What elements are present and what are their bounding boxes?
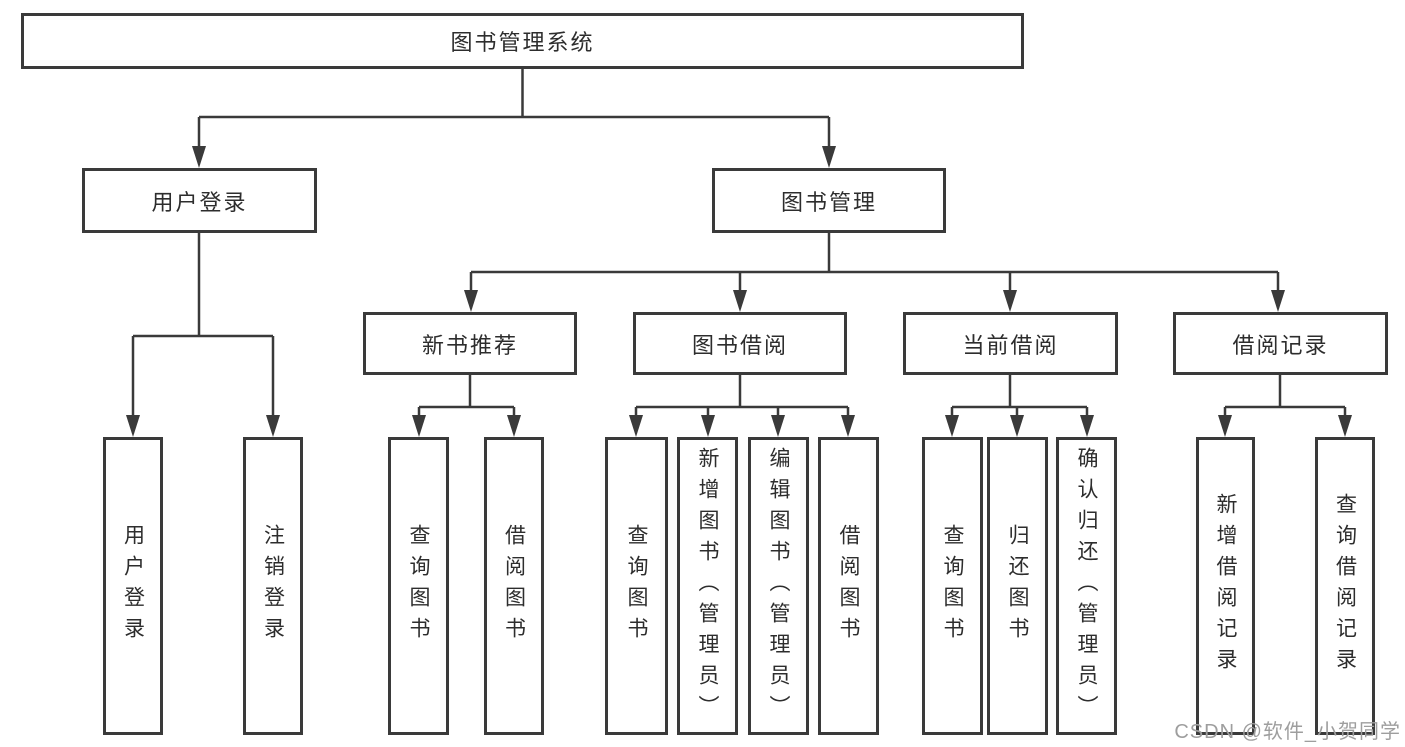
node-label: 新增借阅记录 [1214, 493, 1237, 679]
node-label: 查询图书 [941, 524, 964, 648]
node-label: 新增图书（管理员） [696, 446, 719, 726]
node-label: 归还图书 [1006, 524, 1029, 648]
leaf-logout: 注销登录 [243, 437, 303, 735]
node-label: 图书管理系统 [450, 30, 595, 55]
arrowhead [266, 415, 280, 437]
node-label: 用户登录 [151, 189, 248, 215]
arrowhead [841, 415, 855, 437]
leaf-borrow-books: 借阅图书 [818, 437, 879, 735]
node-label: 查询图书 [407, 524, 430, 648]
node-label: 查询图书 [625, 524, 648, 648]
arrowhead [464, 290, 478, 312]
arrowhead [1271, 290, 1285, 312]
node-new-book-recommend: 新书推荐 [363, 312, 577, 375]
node-book-borrowing: 图书借阅 [633, 312, 847, 375]
leaf-confirm-return-admin: 确认归还（管理员） [1056, 437, 1117, 735]
node-current-borrowing: 当前借阅 [903, 312, 1118, 375]
node-label: 确认归还（管理员） [1075, 446, 1098, 726]
leaf-query-books-current: 查询图书 [922, 437, 983, 735]
node-label: 注销登录 [261, 524, 285, 648]
arrowhead [945, 415, 959, 437]
arrowhead [822, 146, 836, 168]
arrowhead [192, 146, 206, 168]
arrowhead [1010, 415, 1024, 437]
node-label: 当前借阅 [962, 332, 1059, 358]
leaf-add-borrow-record: 新增借阅记录 [1196, 437, 1255, 735]
node-label: 图书管理 [780, 189, 877, 215]
csdn-watermark: CSDN @软件_小贺同学 [1174, 721, 1401, 743]
node-label: 借阅记录 [1232, 332, 1329, 358]
leaf-query-books-recommend: 查询图书 [388, 437, 449, 735]
arrowhead [412, 415, 426, 437]
arrowhead [701, 415, 715, 437]
node-label: 查询借阅记录 [1333, 493, 1357, 679]
node-label: 用户登录 [121, 524, 145, 648]
leaf-edit-books-admin: 编辑图书（管理员） [748, 437, 809, 735]
arrowhead [1338, 415, 1352, 437]
leaf-borrow-books-recommend: 借阅图书 [484, 437, 544, 735]
node-label: 编辑图书（管理员） [767, 446, 790, 726]
leaf-query-borrow-record: 查询借阅记录 [1315, 437, 1375, 735]
node-label: 图书借阅 [691, 332, 788, 358]
arrowhead [126, 415, 140, 437]
node-book-management: 图书管理 [712, 168, 946, 233]
arrowhead [629, 415, 643, 437]
node-library-system: 图书管理系统 [21, 13, 1024, 69]
arrowhead [771, 415, 785, 437]
node-label: 借阅图书 [502, 524, 526, 648]
arrowhead [733, 290, 747, 312]
node-label: 借阅图书 [837, 524, 860, 648]
arrowhead [507, 415, 521, 437]
leaf-add-books-admin: 新增图书（管理员） [677, 437, 738, 735]
leaf-query-books-borrowing: 查询图书 [605, 437, 668, 735]
arrowhead [1003, 290, 1017, 312]
leaf-return-books: 归还图书 [987, 437, 1048, 735]
leaf-user-login: 用户登录 [103, 437, 163, 735]
node-user-login: 用户登录 [82, 168, 317, 233]
arrowhead [1080, 415, 1094, 437]
arrowhead [1218, 415, 1232, 437]
node-label: 新书推荐 [421, 332, 518, 358]
node-borrowing-records: 借阅记录 [1173, 312, 1388, 375]
